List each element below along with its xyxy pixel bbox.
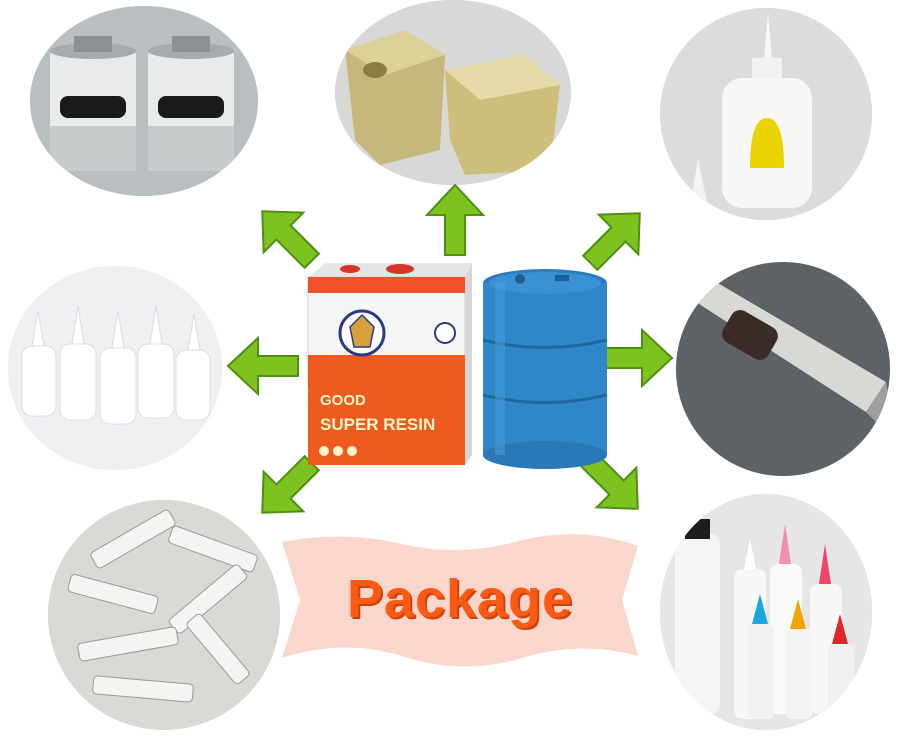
arrow-down-right-icon: [568, 439, 657, 528]
product-circle-nozzle-bottles: [660, 494, 872, 730]
can-brand-line1: GOOD: [320, 392, 366, 409]
banner-title: Package: [346, 569, 574, 629]
center-product-group: GOOD SUPER RESIN: [300, 255, 610, 485]
resin-can-and-drum-image: GOOD SUPER RESIN: [307, 263, 608, 469]
can-brand-line2: SUPER RESIN: [320, 415, 435, 434]
glue-bottle-image: [660, 8, 872, 220]
nozzle-bottles-image: [660, 494, 872, 730]
plastic-bottles-image: [8, 266, 222, 470]
arrow-up-right-icon: [570, 193, 659, 282]
glue-tubes-image: [48, 500, 280, 730]
product-circle-square-tins: [335, 0, 571, 185]
metal-cans-image: [30, 6, 258, 196]
arrow-up-left-icon: [242, 191, 331, 280]
arrow-right-icon: [601, 327, 674, 389]
arrow-down-left-icon: [242, 443, 331, 532]
arrow-up-icon: [424, 183, 486, 256]
aluminum-tube-image: [676, 262, 890, 476]
package-banner: Package: [282, 530, 638, 670]
product-circle-plastic-bottles: [8, 266, 222, 470]
product-circle-glue-tubes: [48, 500, 280, 730]
square-tins-image: [335, 0, 571, 185]
arrow-left-icon: [226, 335, 299, 397]
product-circle-metal-cans: [30, 6, 258, 196]
product-circle-glue-bottle: [660, 8, 872, 220]
product-circle-aluminum-tube: [676, 262, 890, 476]
